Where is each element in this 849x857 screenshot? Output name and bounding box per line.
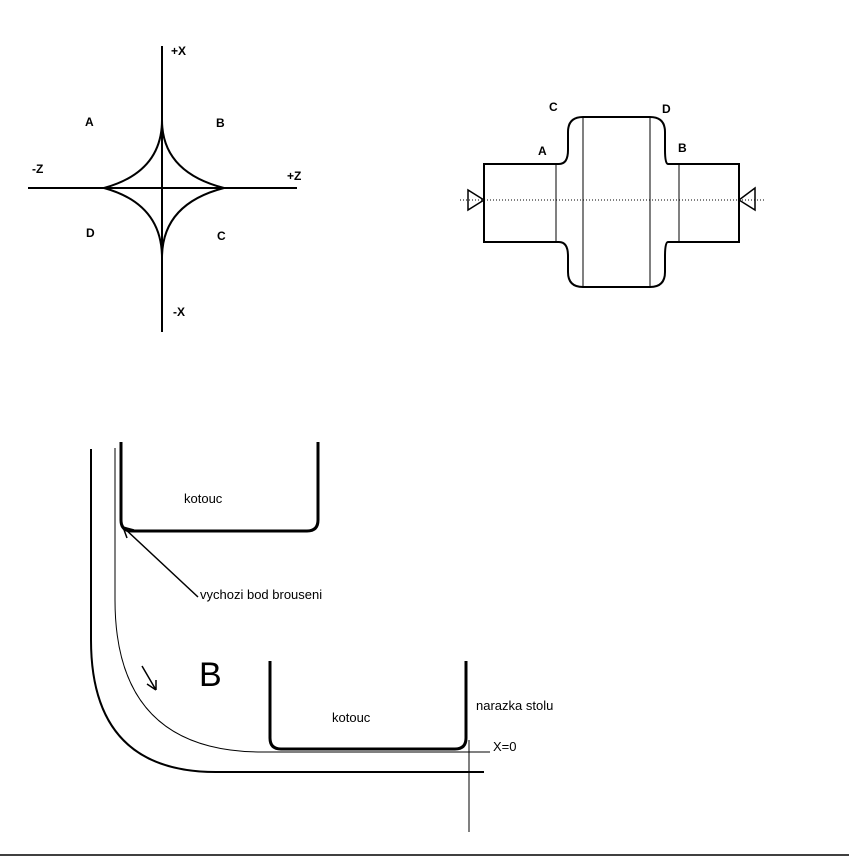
- minus-x-label: -X: [173, 305, 185, 319]
- left-center-triangle: [467, 188, 486, 212]
- astroid-curve: [100, 119, 228, 259]
- table-stop-label: narazka stolu: [476, 698, 553, 713]
- plus-z-label: +Z: [287, 169, 301, 183]
- right-center-triangle: [737, 186, 756, 212]
- upper-wheel: [119, 442, 320, 533]
- quadrant-b-label: B: [216, 116, 225, 130]
- start-point-label: vychozi bod brouseni: [200, 587, 322, 602]
- axes-diagram: [28, 46, 297, 332]
- start-point-arrowhead: [122, 526, 135, 539]
- plus-x-label: +X: [171, 44, 186, 58]
- central-collar: [558, 116, 669, 288]
- workpiece-inner-contour: [114, 448, 484, 753]
- left-journal: [483, 163, 559, 243]
- x-zero-label: X=0: [493, 739, 517, 754]
- quadrant-c-label: C: [217, 229, 226, 243]
- quadrant-a-label: A: [85, 115, 94, 129]
- shaft-label-b: B: [678, 141, 687, 155]
- shaft-label-c: C: [549, 100, 558, 114]
- lower-wheel: [268, 661, 468, 751]
- minus-z-label: -Z: [32, 162, 43, 176]
- shaft-label-d: D: [662, 102, 671, 116]
- section-label: B: [199, 656, 222, 694]
- quadrant-d-label: D: [86, 226, 95, 240]
- shaft-diagram: [460, 116, 765, 288]
- right-journal: [668, 163, 740, 243]
- shaft-label-a: A: [538, 144, 547, 158]
- start-point-leader: [122, 526, 199, 598]
- motion-arrow: [141, 665, 157, 691]
- upper-wheel-label: kotouc: [184, 491, 223, 506]
- grinding-diagram: [0, 442, 849, 856]
- workpiece-outer-contour: [90, 449, 484, 773]
- lower-wheel-label: kotouc: [332, 710, 371, 725]
